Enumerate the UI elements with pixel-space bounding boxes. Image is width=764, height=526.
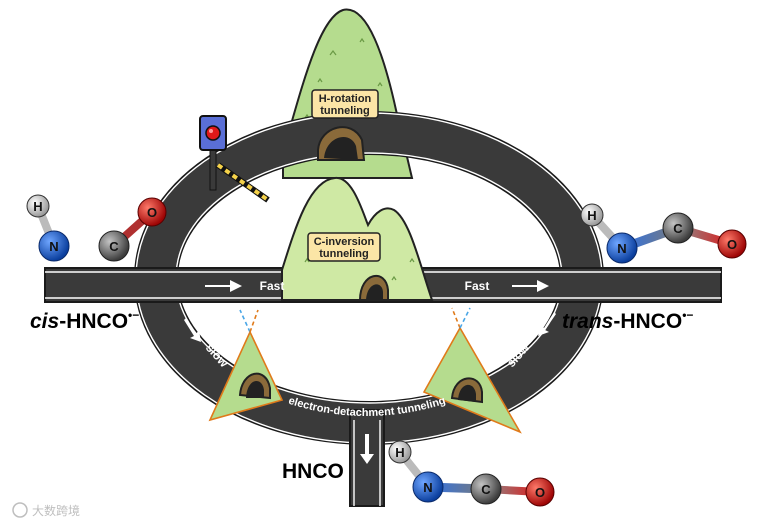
hydrogen-atom — [388, 440, 412, 464]
carbon-atom — [98, 230, 130, 262]
nitrogen-atom — [606, 232, 638, 264]
svg-text:C: C — [673, 221, 683, 236]
fast-right-label: Fast — [465, 279, 490, 293]
svg-text:H: H — [395, 445, 404, 460]
arrow-right-icon — [512, 280, 549, 292]
oxygen-atom — [525, 477, 555, 507]
traffic-light — [199, 115, 270, 203]
fast-right-lane: Fast — [465, 279, 549, 293]
trans-hnco-molecule: H N C O — [580, 203, 747, 264]
hnco-neutral-label: HNCO — [282, 460, 344, 483]
fast-left-label: Fast — [260, 279, 285, 293]
arrow-down-left-icon — [538, 312, 556, 336]
fast-left-lane: Fast — [205, 279, 284, 293]
h-rotation-sign: H-rotation tunneling — [311, 89, 379, 119]
svg-text:C: C — [481, 482, 491, 497]
svg-text:O: O — [535, 485, 545, 500]
svg-text:H: H — [33, 199, 42, 214]
nitrogen-atom — [38, 230, 70, 262]
carbon-atom — [470, 473, 502, 505]
h-rotation-tunnel-portal — [317, 126, 366, 161]
svg-text:O: O — [727, 237, 737, 252]
svg-text:O: O — [147, 205, 157, 220]
cis-hnco-anion-label: cis-HNCO•− — [30, 308, 139, 333]
svg-text:H: H — [587, 208, 596, 223]
svg-text:C: C — [109, 239, 119, 254]
hydrogen-atom — [26, 194, 50, 218]
svg-text:N: N — [423, 480, 432, 495]
nitrogen-atom — [412, 471, 444, 503]
h-rotation-label-2: tunneling — [320, 105, 370, 117]
barrier-arm — [216, 162, 270, 203]
oxygen-atom — [717, 229, 747, 259]
svg-text:N: N — [617, 241, 626, 256]
watermark-logo-icon — [12, 502, 28, 518]
cis-hnco-molecule: H N C O — [26, 194, 167, 262]
watermark: 大数跨境 — [12, 502, 80, 518]
arrow-right-icon — [205, 280, 242, 292]
svg-text:N: N — [49, 239, 58, 254]
oxygen-atom — [137, 197, 167, 227]
left-detachment-mountain — [208, 309, 284, 422]
carbon-atom — [662, 212, 694, 244]
watermark-text: 大数跨境 — [32, 503, 80, 518]
arrow-down-right-icon — [184, 318, 201, 342]
arrow-down-icon — [360, 434, 374, 464]
c-inversion-sign: C-inversion tunneling — [307, 232, 381, 262]
h-rotation-label-1: H-rotation — [319, 93, 372, 105]
c-inversion-label-2: tunneling — [319, 248, 369, 260]
trans-hnco-anion-label: trans-HNCO•− — [562, 308, 693, 333]
hydrogen-atom — [580, 203, 604, 227]
c-inversion-label-1: C-inversion — [314, 236, 375, 248]
right-detachment-mountain — [422, 307, 522, 434]
neutral-hnco-molecule: H N C O — [388, 440, 555, 507]
